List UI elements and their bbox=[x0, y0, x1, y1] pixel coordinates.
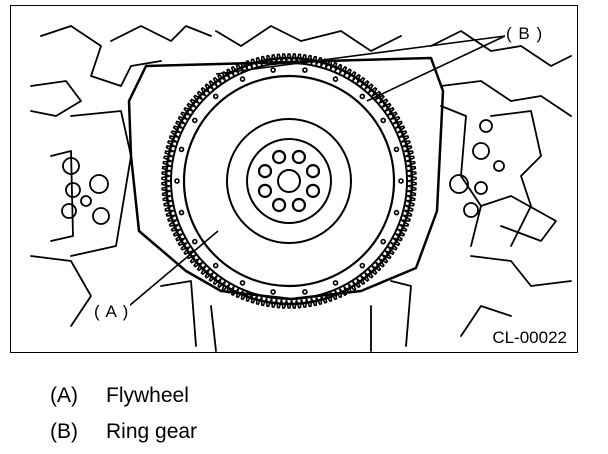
flywheel-bolt bbox=[291, 197, 306, 213]
rim-dot bbox=[398, 178, 404, 184]
rim-dot bbox=[212, 93, 219, 100]
crank-hub bbox=[246, 138, 332, 224]
rim-dot bbox=[393, 146, 400, 153]
rim-dot bbox=[393, 209, 400, 216]
rim-dot bbox=[380, 117, 387, 124]
rim-dot bbox=[270, 289, 276, 295]
leader-line-a bbox=[128, 230, 219, 307]
ring-gear bbox=[161, 53, 417, 309]
flywheel-bolt bbox=[291, 149, 306, 165]
flywheel-bolt bbox=[257, 164, 273, 179]
flywheel-bolt bbox=[272, 197, 287, 213]
rim-dot bbox=[380, 238, 387, 245]
rim-dot bbox=[212, 262, 219, 269]
diagram-figure: ( A ) ( B ) CL-00022 bbox=[10, 5, 578, 353]
callout-a: ( A ) bbox=[93, 302, 131, 322]
flywheel-bolt bbox=[305, 164, 321, 179]
legend-item-a: (A) Flywheel bbox=[50, 382, 197, 418]
housing-dots bbox=[174, 67, 404, 295]
rim-dot bbox=[178, 209, 185, 216]
figure-id: CL-00022 bbox=[490, 328, 569, 348]
callout-b: ( B ) bbox=[505, 24, 545, 44]
legend-label-b: Ring gear bbox=[106, 420, 198, 443]
rim-dot bbox=[239, 280, 246, 286]
left-bolt-cluster bbox=[61, 157, 110, 225]
flywheel-outer-rim bbox=[170, 62, 408, 300]
rim-dot bbox=[359, 93, 366, 100]
legend-label-a: Flywheel bbox=[106, 384, 189, 407]
rim-dot bbox=[332, 280, 339, 286]
flywheel-bolt bbox=[305, 183, 321, 198]
flywheel-illustration bbox=[30, 25, 572, 352]
rim-dot bbox=[239, 76, 246, 82]
rim-dot bbox=[178, 146, 185, 153]
legend-item-b: (B) Ring gear bbox=[50, 418, 197, 454]
ring-gear-body bbox=[164, 56, 414, 306]
legend-key-b: (B) bbox=[50, 420, 78, 443]
rim-dot bbox=[174, 178, 180, 184]
flywheel-bolt bbox=[257, 183, 273, 198]
leader-line-b bbox=[366, 35, 506, 102]
legend-key-a: (A) bbox=[50, 384, 78, 407]
engine-background-lines bbox=[30, 25, 572, 352]
flywheel-bolts bbox=[257, 149, 321, 213]
rim-dot bbox=[302, 289, 308, 295]
rim-dot bbox=[192, 117, 198, 124]
leader-line-b-upper bbox=[215, 35, 506, 75]
rim-dot bbox=[192, 238, 198, 245]
rim-dot bbox=[270, 67, 276, 73]
flywheel-face bbox=[182, 74, 396, 288]
ring-gear-teeth bbox=[161, 53, 417, 309]
rim-dot bbox=[302, 67, 308, 73]
right-bolt-cluster bbox=[449, 119, 505, 218]
crank-center bbox=[277, 169, 301, 193]
legend: (A) Flywheel (B) Ring gear bbox=[50, 382, 197, 454]
rim-dot bbox=[359, 262, 366, 269]
rim-dot bbox=[332, 76, 339, 82]
flywheel-hub-ring bbox=[226, 118, 352, 244]
flywheel-bolt bbox=[272, 149, 287, 165]
